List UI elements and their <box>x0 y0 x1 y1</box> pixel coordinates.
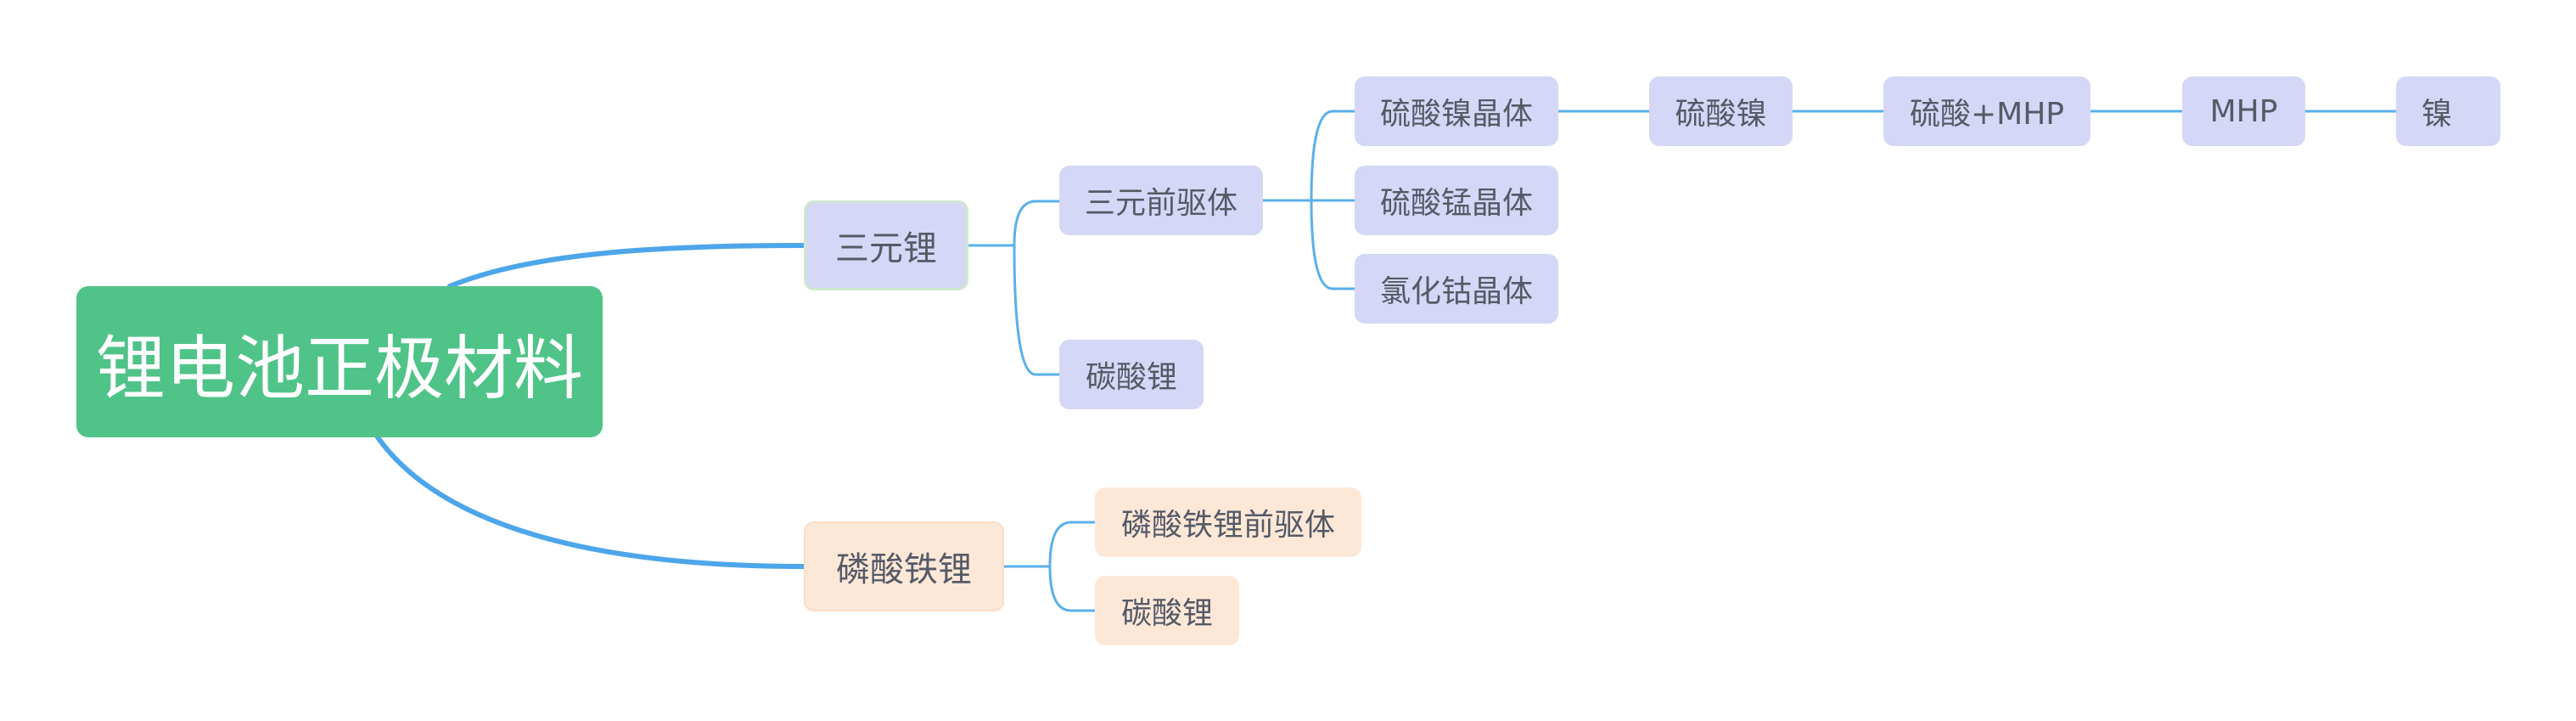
node-sulfuric-acid-mhp[interactable]: 硫酸+MHP <box>1883 76 2091 146</box>
node-nickel-sulfate[interactable]: 硫酸镍 <box>1649 76 1793 146</box>
node-nickel[interactable]: 镍 <box>2396 76 2500 146</box>
root-to-ternary-connector <box>447 243 806 289</box>
precursor-children-connector <box>1261 110 1356 290</box>
node-lithium-carbonate-lfp[interactable]: 碳酸锂 <box>1095 576 1239 645</box>
root-node[interactable]: 锂电池正极材料 <box>76 286 603 437</box>
branch-lithium-iron-phosphate[interactable]: 磷酸铁锂 <box>804 521 1004 611</box>
node-ternary-precursor[interactable]: 三元前驱体 <box>1059 166 1263 235</box>
branch-ternary-lithium[interactable]: 三元锂 <box>804 200 968 290</box>
ternary-children-connector <box>967 200 1061 376</box>
node-manganese-sulfate-crystal[interactable]: 硫酸锰晶体 <box>1355 166 1558 235</box>
node-lithium-carbonate-ternary[interactable]: 碳酸锂 <box>1059 340 1204 409</box>
node-cobalt-chloride-crystal[interactable]: 氯化钴晶体 <box>1355 254 1558 324</box>
node-mhp[interactable]: MHP <box>2182 76 2305 146</box>
root-to-lfp-connector <box>375 435 806 569</box>
lfp-children-connector <box>1002 521 1097 612</box>
node-lfp-precursor[interactable]: 磷酸铁锂前驱体 <box>1095 487 1361 557</box>
node-nickel-sulfate-crystal[interactable]: 硫酸镍晶体 <box>1355 76 1558 146</box>
